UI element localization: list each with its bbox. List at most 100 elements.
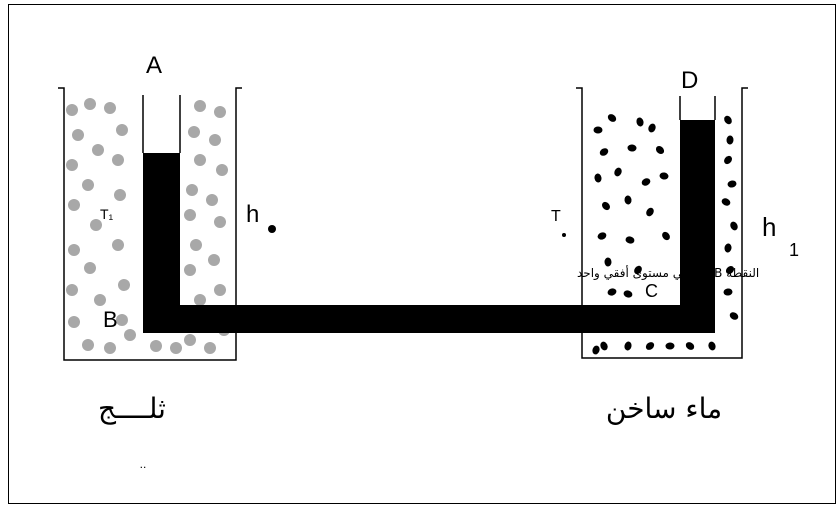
hot-water-particle: [645, 342, 655, 350]
ice-particle: [112, 239, 124, 251]
point-t-marker: [562, 233, 566, 237]
hot-water-particle: [634, 265, 642, 275]
hot-water-particle: [724, 115, 732, 125]
left-liquid-column: [143, 153, 180, 333]
ice-particle: [82, 179, 94, 191]
ice-particle: [104, 342, 116, 354]
hot-water-particle: [648, 123, 656, 133]
hot-water-particle: [655, 146, 665, 154]
ice-particle: [116, 314, 128, 326]
caption-hot-water: ماء ساخن: [606, 392, 722, 425]
ice-particle: [104, 102, 116, 114]
ice-particle: [170, 342, 182, 354]
ice-particle: [214, 106, 226, 118]
ice-beaker: [58, 87, 242, 361]
label-c: C: [645, 281, 658, 301]
ice-particle: [92, 144, 104, 156]
ice-particle: [206, 194, 218, 206]
right-liquid-column: [680, 120, 715, 333]
ice-particle: [118, 279, 130, 291]
ice-particle: [188, 126, 200, 138]
hot-water-particle: [627, 144, 637, 152]
ice-particle: [90, 219, 102, 231]
caption-ice: ثلــــج: [98, 392, 166, 425]
ice-particle: [186, 184, 198, 196]
hot-water-particle: [730, 221, 738, 231]
hot-water-particle: [624, 195, 632, 205]
label-h1-subscript: 1: [789, 240, 799, 260]
hot-water-particle: [665, 342, 675, 350]
hot-water-particles: [592, 114, 739, 355]
hot-water-particle: [636, 117, 644, 127]
hot-water-particle: [592, 345, 600, 355]
label-h: h: [246, 201, 259, 228]
hot-water-particle: [607, 114, 617, 122]
ice-particle: [84, 98, 96, 110]
hot-water-particle: [625, 236, 635, 244]
ice-particle: [204, 342, 216, 354]
ice-particle: [214, 216, 226, 228]
ice-particle: [190, 239, 202, 251]
hot-water-particle: [726, 135, 734, 145]
hot-water-particle: [593, 126, 603, 134]
ice-particle: [68, 244, 80, 256]
ice-particle: [114, 189, 126, 201]
hot-water-particle: [708, 341, 716, 351]
ice-particle: [116, 124, 128, 136]
ice-particle: [66, 159, 78, 171]
hot-water-particle: [721, 198, 731, 206]
ice-particle: [82, 339, 94, 351]
hot-water-particle: [725, 265, 735, 275]
label-t-right: T: [551, 208, 561, 225]
hot-water-particle: [600, 341, 608, 351]
label-b: B: [103, 307, 118, 332]
label-a: A: [146, 52, 162, 79]
ice-particle: [66, 284, 78, 296]
ice-particle: [68, 316, 80, 328]
hot-water-particle: [724, 155, 732, 165]
hot-water-particle: [641, 178, 651, 186]
hot-water-particle: [597, 232, 607, 240]
hot-water-particle: [685, 342, 695, 350]
label-t-left: T₁: [100, 206, 114, 222]
hot-water-particle: [659, 172, 669, 180]
hot-water-particle: [599, 148, 609, 156]
ice-particle: [66, 104, 78, 116]
hot-water-particle: [614, 167, 622, 177]
label-h1: h: [762, 212, 776, 242]
ice-particle: [184, 264, 196, 276]
ice-particle: [94, 294, 106, 306]
point-h-marker: [268, 225, 276, 233]
ice-particle: [150, 340, 162, 352]
ice-particle: [216, 164, 228, 176]
ice-particle: [214, 284, 226, 296]
ice-particle: [184, 209, 196, 221]
ice-particle: [194, 294, 206, 306]
ice-particle: [194, 154, 206, 166]
hot-water-beaker: [576, 87, 748, 359]
hot-water-particle: [729, 312, 739, 320]
diagram-frame: [8, 4, 836, 504]
hot-water-particle: [604, 257, 612, 267]
hot-water-particle: [646, 207, 654, 217]
hot-water-particle: [602, 201, 610, 211]
hot-water-particle: [723, 288, 733, 296]
ice-particle: [84, 262, 96, 274]
u-tube: [142, 95, 716, 333]
hot-water-particle: [624, 341, 632, 351]
ice-particle: [184, 334, 196, 346]
label-d: D: [681, 67, 698, 94]
ice-particle: [209, 134, 221, 146]
ice-particle: [68, 199, 80, 211]
hot-water-particle: [662, 231, 670, 241]
horizontal-level-annotation: النقطة B و C في مستوى أفقي واحد: [577, 265, 759, 281]
hot-water-particle: [623, 290, 633, 298]
caption-dots: ..: [140, 457, 147, 471]
ice-particle: [72, 129, 84, 141]
hot-water-particle: [594, 173, 602, 183]
hot-water-particle: [727, 180, 737, 188]
ice-particle: [112, 154, 124, 166]
ice-particles: [66, 98, 230, 354]
hot-water-particle: [607, 288, 617, 296]
